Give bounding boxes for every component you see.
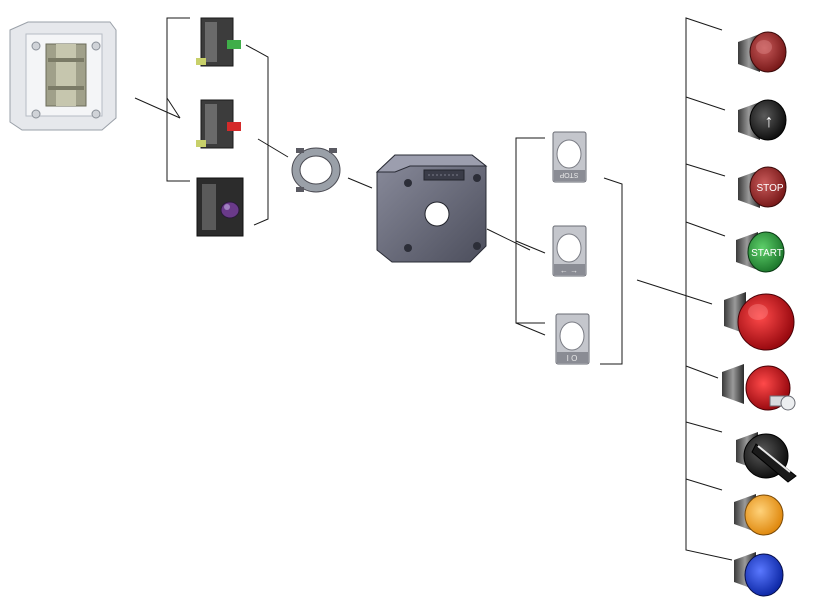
red-mushroom-emergency-stop-icon bbox=[724, 292, 795, 351]
black-arrow-pushbutton-icon: ↑ bbox=[738, 99, 787, 141]
connector-ring-to-enclosure bbox=[347, 177, 373, 189]
arrow-symbol: ↑ bbox=[765, 111, 774, 131]
red-flush-pushbutton-icon bbox=[738, 31, 787, 73]
contact-block-green bbox=[196, 17, 241, 67]
label-plate-on-off-text: I O bbox=[567, 354, 578, 363]
operator-bracket bbox=[685, 17, 733, 561]
red-stop-pushbutton-icon: STOP bbox=[738, 166, 787, 208]
red-key-operated-emergency-stop-icon bbox=[722, 364, 796, 411]
label-plate-stop-text: STOP bbox=[559, 171, 578, 178]
label-plate-arrows-text: ← → bbox=[560, 266, 578, 275]
orange-pilot-light-icon bbox=[734, 494, 784, 536]
label-plate-on-off: I O bbox=[555, 313, 590, 365]
plate-bracket-left bbox=[515, 137, 545, 324]
blue-pilot-light-icon bbox=[734, 552, 784, 597]
light-module-block bbox=[196, 177, 244, 237]
green-start-pushbutton-icon: START bbox=[736, 231, 785, 273]
connector-open-enclosure bbox=[134, 97, 181, 119]
connector-lines bbox=[134, 17, 733, 561]
contact-block-bracket-left bbox=[166, 17, 190, 182]
connector-plates-to-operators bbox=[636, 279, 713, 305]
contact-block-red bbox=[196, 99, 241, 149]
connector-contacts-to-ring bbox=[257, 138, 289, 158]
connector-enclosure-to-plates bbox=[486, 228, 531, 251]
contact-block-bracket-right bbox=[245, 44, 269, 226]
label-plate-arrows: ← → bbox=[552, 225, 587, 277]
fixing-ring-nut bbox=[291, 147, 341, 193]
start-button-text: START bbox=[751, 248, 783, 259]
open-enclosure-with-din-rail bbox=[9, 21, 117, 131]
single-hole-enclosure bbox=[375, 154, 488, 263]
plate-bracket-right bbox=[600, 177, 623, 365]
label-plate-stop: STOP bbox=[552, 131, 587, 183]
stop-button-text: STOP bbox=[756, 183, 783, 194]
black-selector-switch-icon bbox=[736, 432, 797, 483]
